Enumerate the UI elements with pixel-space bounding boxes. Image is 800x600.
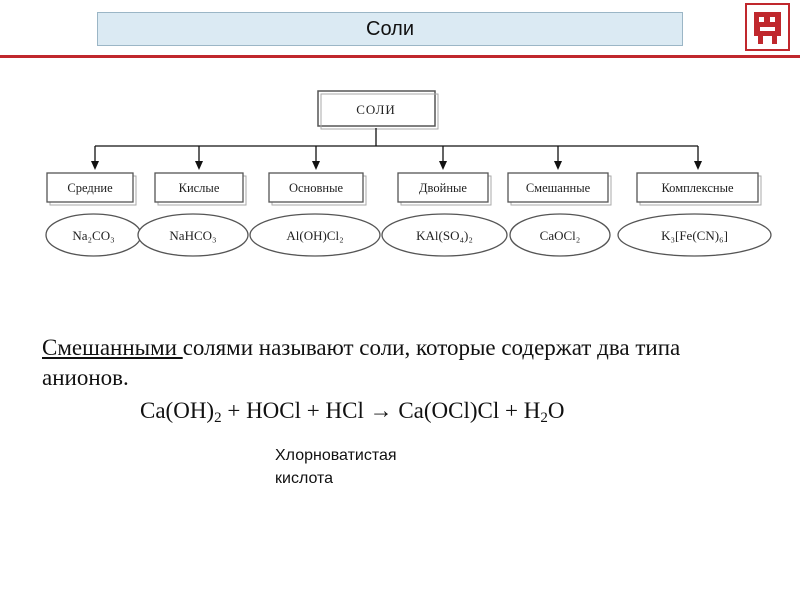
root-box	[317, 90, 436, 127]
equation-part: Ca(OH)	[140, 398, 215, 423]
category-label: Двойные	[419, 181, 467, 195]
example-ellipse	[617, 213, 772, 257]
example-formula: Al(OH)Cl₂	[286, 228, 343, 243]
example-formula: KAl(SO₄)₂	[416, 228, 473, 243]
example-formula: NaHCO₃	[169, 228, 216, 243]
acid-note: Хлорноватистая кислота	[275, 444, 475, 490]
slide-header: Соли	[0, 0, 800, 58]
acid-note-line: Хлорноватистая	[275, 447, 397, 464]
category-box	[154, 172, 244, 203]
logo-icon	[745, 3, 790, 51]
category-box	[268, 172, 364, 203]
example-formula: Na₂CO₃	[72, 228, 114, 243]
example-ellipse	[137, 213, 249, 257]
equation-subscript: 2	[214, 410, 222, 426]
category-label: Кислые	[179, 181, 220, 195]
category-label: Средние	[67, 181, 113, 195]
category-label: Комплексные	[661, 181, 734, 195]
example-ellipse	[381, 213, 508, 257]
definition-term: Смешанными	[42, 335, 183, 360]
category-box	[397, 172, 489, 203]
equation-subscript: 2	[540, 410, 548, 426]
equation-part: O	[547, 398, 565, 423]
example-formula: K₃[Fe(CN)₆]	[661, 228, 728, 243]
category-box	[46, 172, 134, 203]
category-box	[507, 172, 609, 203]
reaction-equation: Ca(OH)2 + HOCl + HCl → Ca(OCl)Cl + H2O	[140, 398, 740, 427]
slide-title: Соли	[97, 12, 683, 46]
equation-part: + HOCl + HCl → Ca(OCl)Cl + H	[221, 398, 541, 423]
category-box	[636, 172, 759, 203]
example-ellipse	[509, 213, 611, 257]
category-label: Основные	[289, 181, 344, 195]
acid-note-line: кислота	[275, 470, 334, 487]
salts-classification-diagram: СОЛИ СредниеNa₂CO₃КислыеNaHCO₃ОсновныеAl…	[45, 90, 772, 257]
connectors	[95, 128, 698, 147]
example-formula: CaOCl₂	[540, 228, 581, 243]
definition-rest: солями называют соли, которые содержат д…	[42, 335, 681, 390]
root-label: СОЛИ	[356, 102, 396, 117]
category-label: Смешанные	[526, 181, 591, 195]
definition-text: Смешанными солями называют соли, которые…	[42, 333, 772, 393]
example-ellipse	[249, 213, 381, 257]
